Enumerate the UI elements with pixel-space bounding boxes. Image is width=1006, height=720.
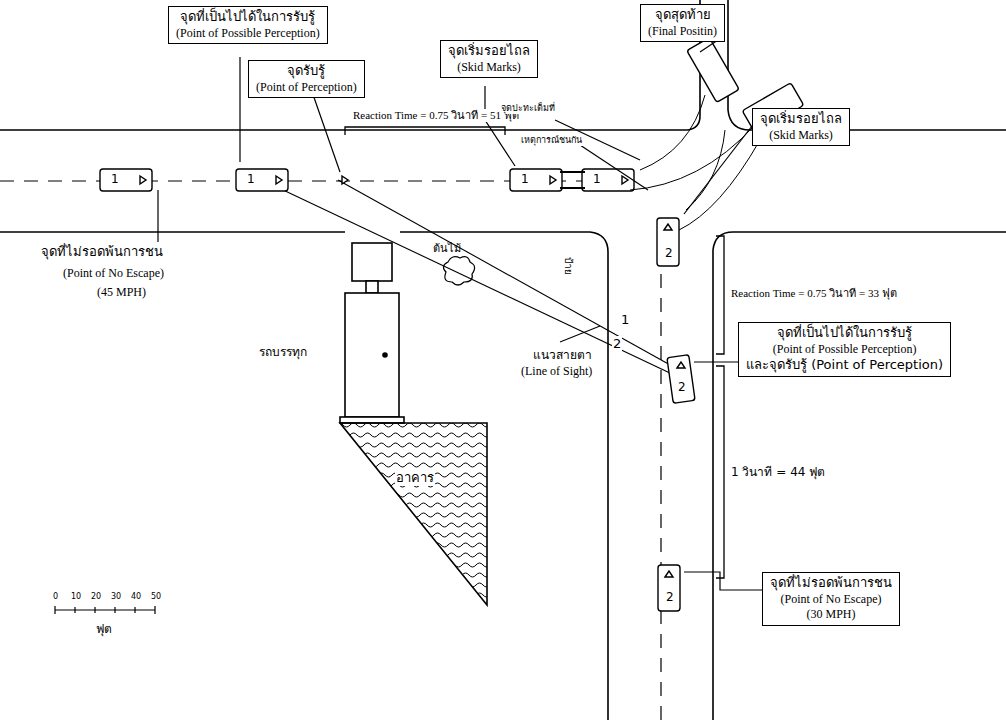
callout-text: และจุดรับรู้ (Point of Perception) — [746, 357, 943, 374]
vehicle-number: 2 — [664, 246, 674, 260]
callout-box: จุดเริ่มรอยไถล(Skid Marks) — [752, 108, 850, 146]
vehicle-number: 1 — [520, 172, 530, 186]
callout-title: จุดที่เป็นไปได้ในการรับรู้ — [746, 325, 943, 342]
callout-title: จุดเริ่มรอยไถล — [448, 43, 530, 60]
leader-line — [158, 40, 762, 590]
callout-box: จุดสุดท้าย(Final Positin) — [640, 4, 725, 42]
callout-text: (Point of Possible Perception) — [746, 342, 943, 358]
scale-number: 30 — [110, 592, 122, 602]
callout-box: จุดรับรู้(Point of Perception) — [248, 60, 365, 98]
scale-number: 40 — [130, 592, 142, 602]
scale-number: 0 — [52, 592, 59, 602]
tree-label: ต้นไม้ — [432, 242, 462, 255]
vehicle-number: 2 — [612, 336, 622, 352]
annotation: (Point of No Escape) — [62, 266, 165, 280]
building — [340, 423, 487, 605]
vehicle-number: 1 — [110, 172, 120, 186]
line-of-sight — [262, 180, 672, 374]
callout-title: จุดที่ไม่รอดพ้นการชน — [770, 575, 892, 592]
sign-label: ป้าย — [562, 256, 574, 276]
truck-label: รถบรรทุก — [258, 345, 308, 359]
annotation: จุดปะทะเต็มที่ — [500, 103, 556, 114]
callout-text: (Skid Marks) — [448, 60, 530, 76]
tree — [443, 257, 474, 285]
scale-bar — [55, 606, 155, 614]
dimension: Reaction Time = 0.75 วินาที = 33 ฟุต — [730, 287, 898, 300]
callout-text: (Final Positin) — [648, 24, 717, 40]
scale-number: 50 — [150, 592, 162, 602]
callout-title: จุดรับรู้ — [256, 63, 357, 80]
scale-number: 20 — [90, 592, 102, 602]
vehicle-number: 1 — [620, 312, 630, 328]
callout-box: จุดเริ่มรอยไถล(Skid Marks) — [440, 40, 538, 78]
callout-text: (Point of Possible Perception) — [176, 26, 320, 42]
vehicle-number: 2 — [665, 590, 675, 604]
vehicle-1 — [100, 169, 634, 191]
callout-box: จุดที่ไม่รอดพ้นการชน(Point of No Escape)… — [762, 572, 900, 626]
annotation: (Line of Sight) — [520, 364, 593, 378]
dimension: Reaction Time = 0.75 วินาที = 51 ฟุต — [352, 109, 520, 122]
callout-title: จุดเริ่มรอยไถล — [760, 111, 842, 128]
vehicle-number: 1 — [592, 172, 602, 186]
building-label: อาคาร — [395, 470, 435, 486]
callout-text: (Skid Marks) — [760, 128, 842, 144]
scale-number: 10 — [70, 592, 82, 602]
annotation: (45 MPH) — [96, 285, 147, 299]
truck — [340, 243, 404, 423]
callout-text: (30 MPH) — [770, 607, 892, 623]
callout-title: จุดสุดท้าย — [648, 7, 717, 24]
callout-box: จุดที่เป็นไปได้ในการรับรู้(Point of Poss… — [738, 322, 951, 377]
scale-unit: ฟุต — [95, 622, 113, 636]
callout-title: จุดที่เป็นไปได้ในการรับรู้ — [176, 9, 320, 26]
annotation: แนวสายตา — [532, 348, 593, 362]
callout-box: จุดที่เป็นไปได้ในการรับรู้(Point of Poss… — [168, 6, 328, 44]
callout-text: (Point of Perception) — [256, 80, 357, 96]
annotation: จุดที่ไม่รอดพ้นการชน — [40, 244, 164, 260]
callout-text: (Point of No Escape) — [770, 592, 892, 608]
annotation: เหตุการณ์ชนกัน — [520, 135, 583, 146]
bracket — [345, 127, 724, 578]
vehicle-number: 1 — [246, 172, 256, 186]
dimension: 1 วินาที = 44 ฟุต — [730, 465, 826, 479]
vehicle-number: 2 — [677, 380, 687, 394]
